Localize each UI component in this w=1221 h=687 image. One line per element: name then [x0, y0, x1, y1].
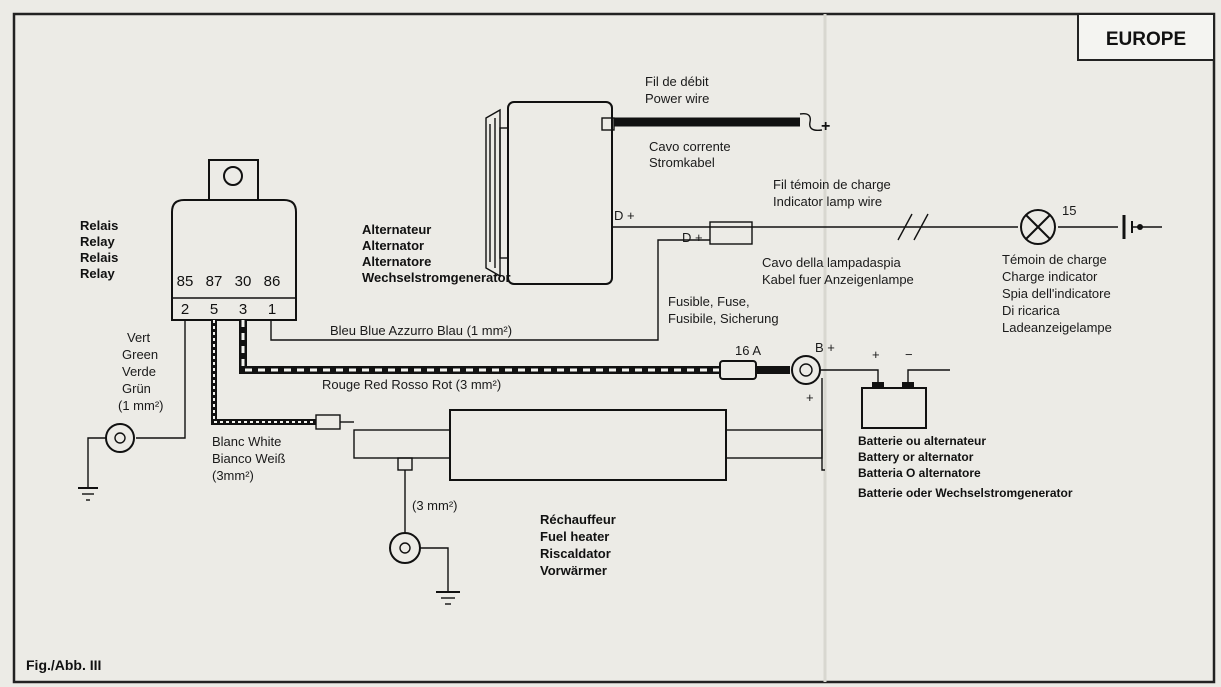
heater-ground-stud: [389, 522, 460, 605]
power-wire-label-fr: Fil de débit: [645, 74, 709, 89]
heater-feed-wire: [821, 378, 825, 471]
region-badge-box: [1077, 13, 1215, 61]
fuse-rating: 16 A: [735, 343, 761, 358]
green-wire-label-it: Verde: [122, 364, 156, 379]
fuel-heater-label-it: Riscaldator: [540, 546, 611, 561]
charge-indicator-label-it: Spia dell'indicatore: [1002, 286, 1111, 301]
ignition-node: [1137, 224, 1143, 230]
battery-positive-wire: [820, 369, 879, 386]
b-plus-terminal: B +: [815, 340, 835, 355]
white-wire-label-1: Blanc White: [212, 434, 281, 449]
charge-indicator-label-de: Ladeanzeigelampe: [1002, 320, 1112, 335]
relay-label-de: Relay: [80, 266, 115, 281]
battery-label-de: Batterie oder Wechselstromgenerator: [858, 486, 1073, 500]
green-wire: [136, 320, 186, 439]
wire-break-1: [897, 213, 913, 241]
green-wire-size: (1 mm²): [118, 398, 164, 413]
charge-indicator-label-fr: Témoin de charge: [1002, 252, 1107, 267]
connector-terminal: D +: [682, 230, 703, 245]
alternator-label-it: Alternatore: [362, 254, 431, 269]
blue-wire-label: Bleu Blue Azzurro Blau (1 mm²): [330, 323, 512, 338]
relay-pin-bottom-5: 5: [210, 301, 218, 318]
battery-label-it: Batteria O alternatore: [858, 466, 981, 480]
white-wire-stripe: [213, 320, 316, 423]
battery-label-en: Battery or alternator: [858, 450, 974, 464]
green-wire-label-de: Grün: [122, 381, 151, 396]
relay-pin-top-86: 86: [264, 273, 281, 290]
alternator-label-de: Wechselstromgenerator: [362, 270, 511, 285]
relay-pin-top-87: 87: [206, 273, 223, 290]
fuel-heater: [353, 409, 823, 481]
blue-wire: [270, 239, 710, 341]
power-wire-label-de: Stromkabel: [649, 155, 715, 170]
figure-label: Fig./Abb. III: [26, 657, 101, 673]
relay-label-fr: Relais: [80, 218, 118, 233]
battery-minus: −: [905, 347, 913, 362]
indicator-wire-label-de: Kabel fuer Anzeigenlampe: [762, 272, 914, 287]
fuel-heater-label-de: Vorwärmer: [540, 563, 607, 578]
white-wire-label-2: Bianco Weiß: [212, 451, 286, 466]
green-wire-label-fr: Vert: [127, 330, 151, 345]
relay-ground-stud: [78, 423, 135, 501]
d-plus-connector: [709, 221, 753, 245]
fuel-heater-label-en: Fuel heater: [540, 529, 609, 544]
battery-negative-wire: [907, 369, 950, 386]
power-wire-plus: +: [821, 118, 830, 135]
power-wire-label-it: Cavo corrente: [649, 139, 731, 154]
stud-plus: +: [806, 390, 814, 405]
alternator-terminal: D +: [614, 208, 635, 223]
relay-pin-bottom-3: 3: [239, 301, 247, 318]
fuse-16a: [719, 360, 757, 380]
region-badge: EUROPE: [1106, 29, 1186, 50]
power-wire-end: [799, 112, 823, 132]
alternator: [485, 101, 615, 285]
alternator-label-en: Alternator: [362, 238, 424, 253]
relay-pin-bottom-2: 2: [181, 301, 189, 318]
alternator-label-fr: Alternateur: [362, 222, 431, 237]
charge-indicator-label-en: Charge indicator: [1002, 269, 1098, 284]
green-wire-label-en: Green: [122, 347, 158, 362]
charge-indicator-lamp: [1020, 209, 1056, 245]
b-plus-stud: [791, 355, 821, 385]
fuse-label-1: Fusible, Fuse,: [668, 294, 750, 309]
page-border: [12, 12, 1216, 684]
fuel-heater-label-fr: Réchauffeur: [540, 512, 616, 527]
fuse-label-2: Fusibile, Sicherung: [668, 311, 779, 326]
power-wire-label-en: Power wire: [645, 91, 709, 106]
relay-pin-top-85: 85: [177, 273, 194, 290]
b-plus-stud-inner: [799, 363, 813, 377]
white-wire-size: (3mm²): [212, 468, 254, 483]
charge-indicator-terminal: 15: [1062, 203, 1076, 218]
relay: [171, 159, 297, 321]
relay-pin-bottom-1: 1: [268, 301, 276, 318]
relay-label-en: Relay: [80, 234, 115, 249]
indicator-wire-label-en: Indicator lamp wire: [773, 194, 882, 209]
red-wire-label: Rouge Red Rosso Rot (3 mm²): [322, 377, 501, 392]
relay-label-it: Relais: [80, 250, 118, 265]
charge-indicator-label-it2: Di ricarica: [1002, 303, 1061, 318]
indicator-wire-label-fr: Fil témoin de charge: [773, 177, 891, 192]
red-wire-stripe: [241, 320, 720, 372]
heater-connector: [315, 414, 341, 430]
heater-ground-size: (3 mm²): [412, 498, 458, 513]
battery: [861, 382, 927, 429]
relay-pin-top-30: 30: [235, 273, 252, 290]
battery-label-fr: Batterie ou alternateur: [858, 434, 986, 448]
battery-plus: +: [872, 347, 880, 362]
wire-break-2: [913, 213, 929, 241]
indicator-wire-label-it: Cavo della lampadaspia: [762, 255, 902, 270]
